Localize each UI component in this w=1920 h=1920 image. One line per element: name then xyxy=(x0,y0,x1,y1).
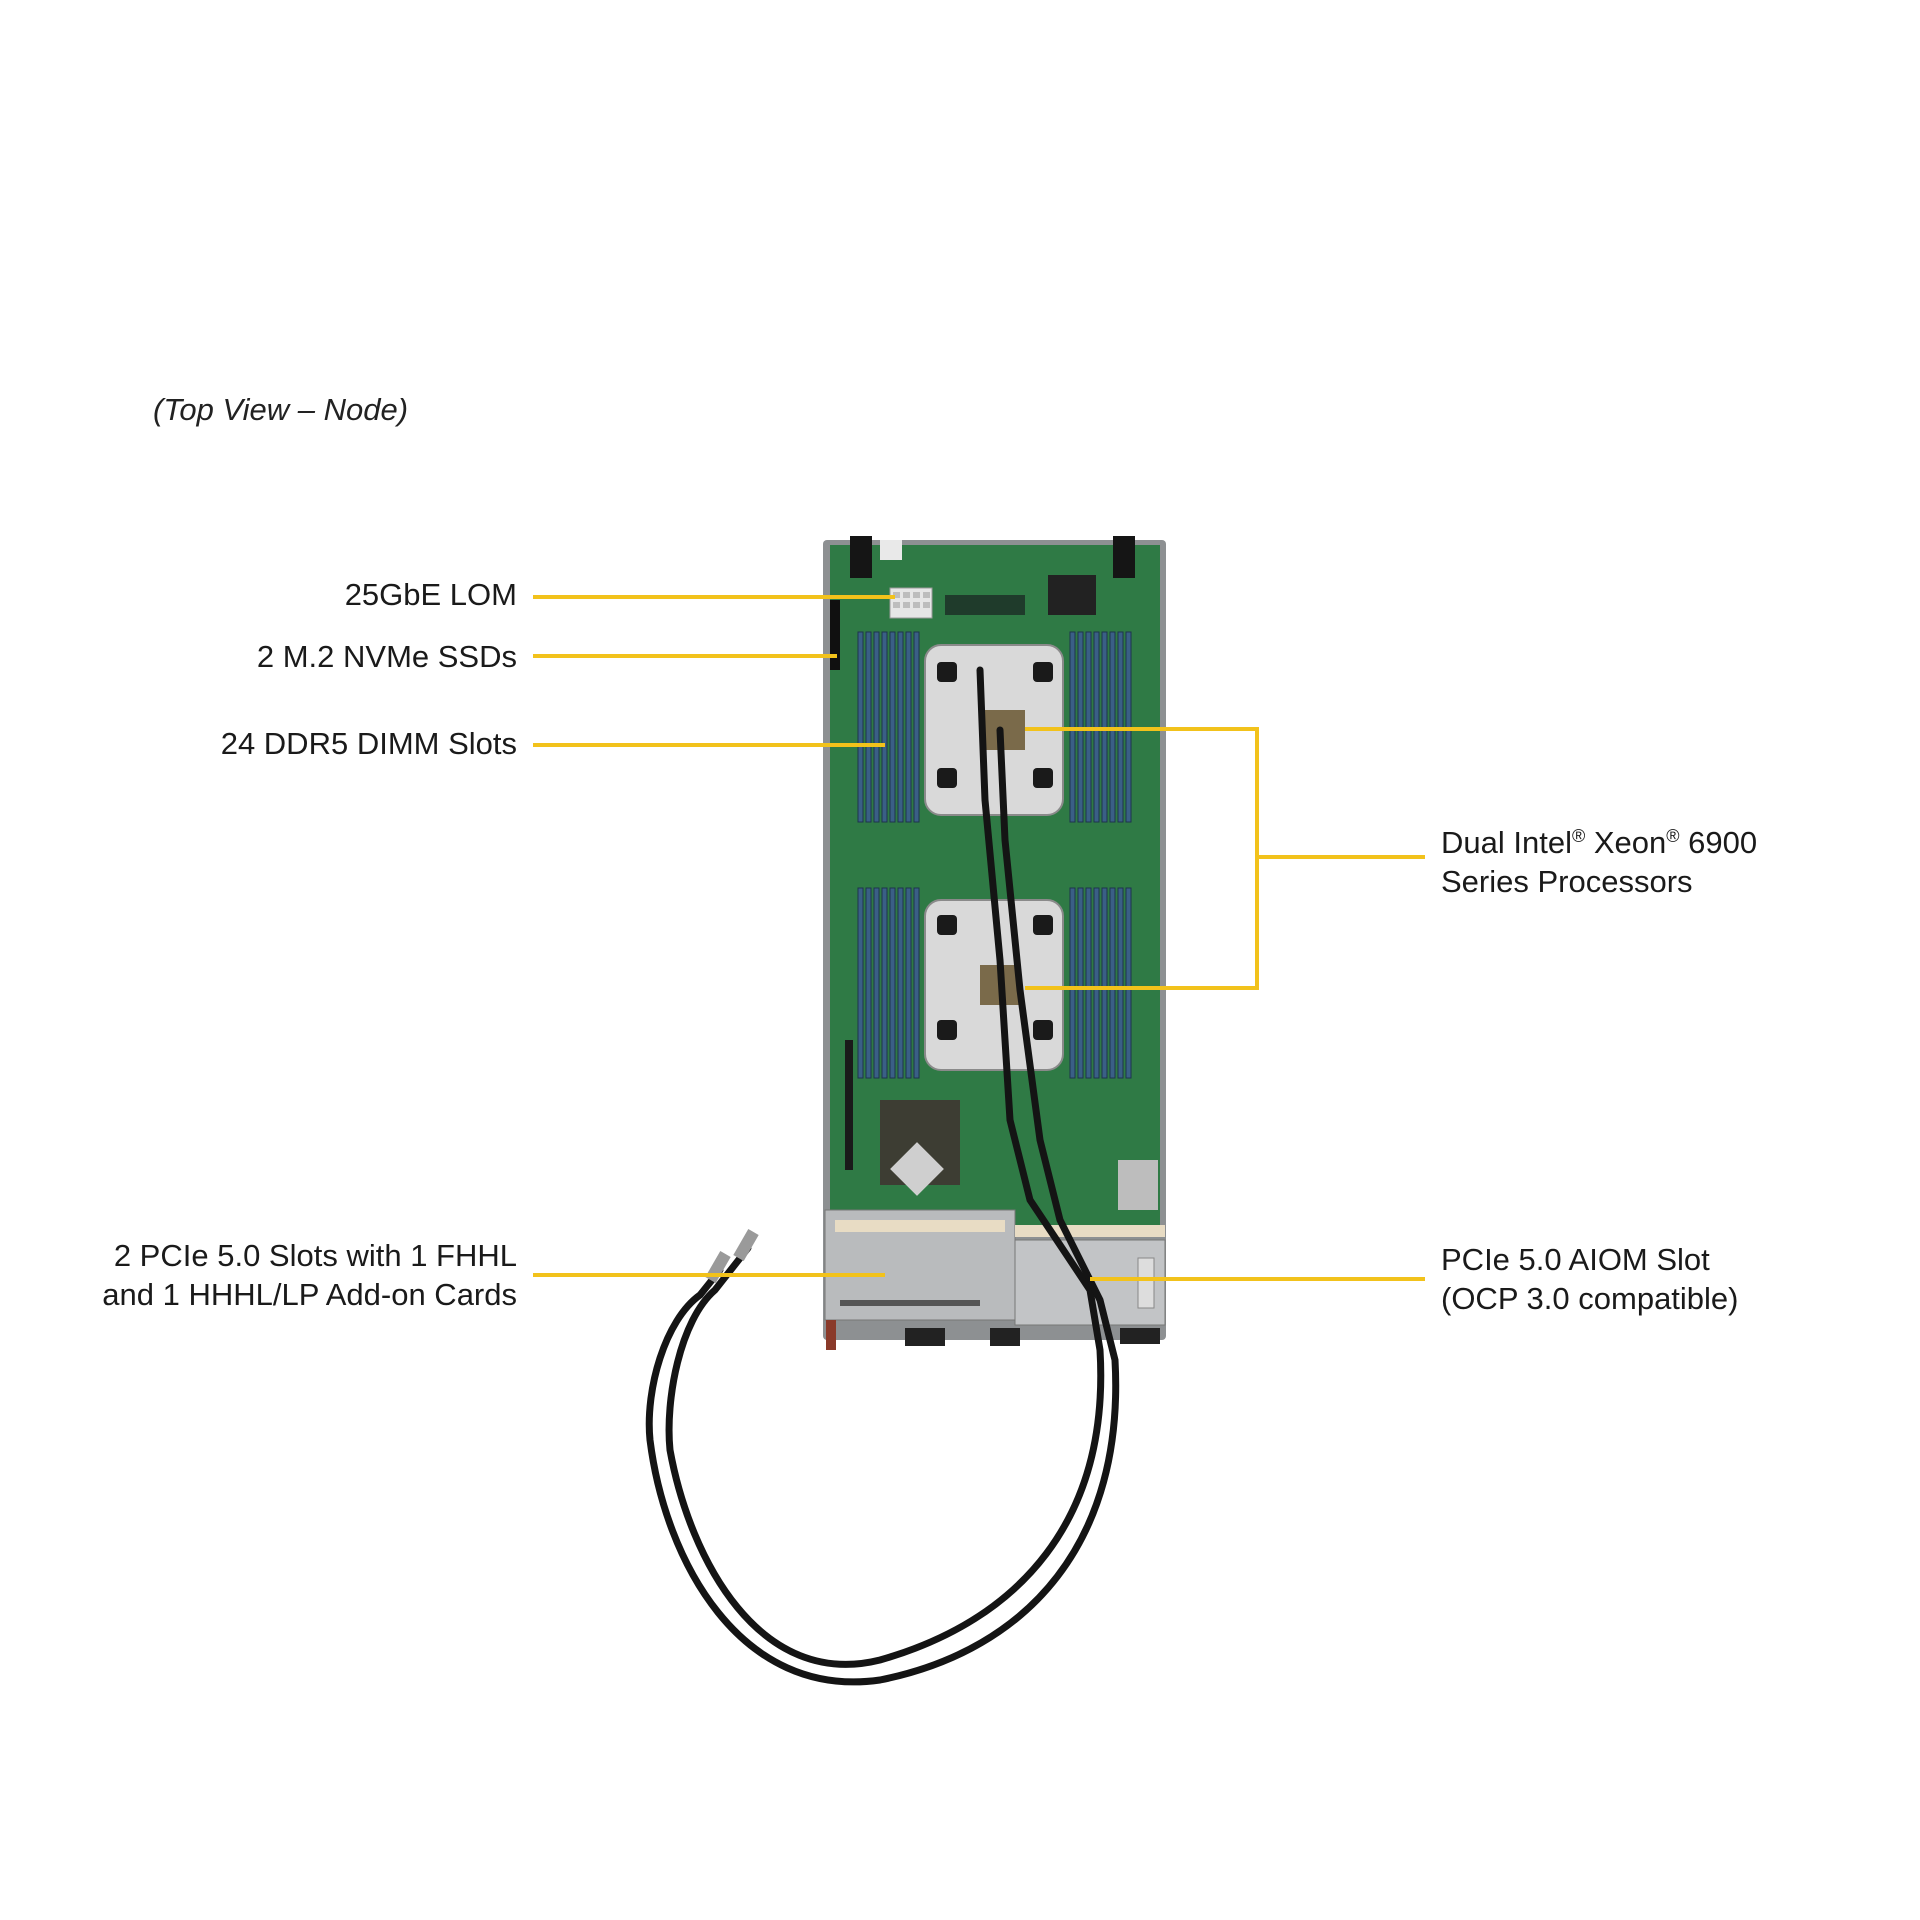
ejector-handle-left[interactable] xyxy=(850,536,872,578)
registered-mark: ® xyxy=(1666,826,1680,846)
label-xeon-processors: Dual Intel® Xeon® 6900 Series Processors xyxy=(1441,817,1757,901)
label-m2-nvme-ssds: 2 M.2 NVMe SSDs xyxy=(256,639,517,674)
label-25gbe-lom: 25GbE LOM xyxy=(344,577,517,612)
ejector-handle-right[interactable] xyxy=(1113,536,1135,578)
label-aiom-slot: PCIe 5.0 AIOM Slot (OCP 3.0 compatible) xyxy=(1441,1240,1739,1318)
label-pcie-line2: and 1 HHHL/LP Add-on Cards xyxy=(102,1277,517,1312)
label-aiom-line2: (OCP 3.0 compatible) xyxy=(1441,1281,1739,1316)
view-title: (Top View – Node) xyxy=(153,392,409,427)
registered-mark: ® xyxy=(1571,826,1586,846)
cpu-text-c: 6900 xyxy=(1679,825,1758,860)
label-cpu-line2: Series Processors xyxy=(1441,864,1693,899)
label-pcie-line1: 2 PCIe 5.0 Slots with 1 FHHL xyxy=(113,1238,517,1273)
label-pcie-slots: 2 PCIe 5.0 Slots with 1 FHHL and 1 HHHL/… xyxy=(102,1236,517,1314)
cpu-cold-plate-1 xyxy=(924,644,1064,816)
label-ddr5-dimm-slots: 24 DDR5 DIMM Slots xyxy=(220,726,517,761)
rear-io xyxy=(824,1209,1166,1350)
label-aiom-line1: PCIe 5.0 AIOM Slot xyxy=(1441,1242,1710,1277)
cpu-text-a: Dual Intel xyxy=(1441,825,1572,860)
bmc-chip xyxy=(1048,575,1096,615)
cpu-text-b: Xeon xyxy=(1585,825,1667,860)
callout-lines xyxy=(533,595,1425,1281)
liquid-cooling-tubes xyxy=(645,666,1120,1686)
m2-connector xyxy=(830,600,840,670)
label-cpu-line1: Dual Intel® Xeon® 6900 xyxy=(1441,817,1757,862)
